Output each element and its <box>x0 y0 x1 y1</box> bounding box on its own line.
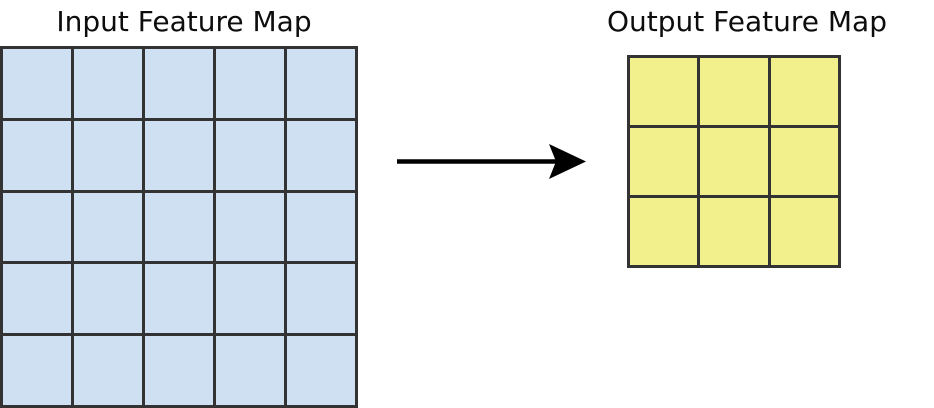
output-cell <box>770 128 838 195</box>
input-cell <box>74 336 142 405</box>
output-cell <box>630 128 698 195</box>
input-cell <box>216 49 284 118</box>
input-cell <box>145 120 213 190</box>
input-cell <box>216 336 284 405</box>
output-cell <box>700 198 768 265</box>
input-cell <box>216 120 284 190</box>
output-feature-map-grid <box>627 55 841 268</box>
input-cell <box>287 336 355 405</box>
input-cell <box>3 336 71 405</box>
input-cell <box>3 49 71 118</box>
arrow-head-icon <box>549 144 586 179</box>
input-cell <box>74 49 142 118</box>
input-cell <box>287 192 355 262</box>
output-cell <box>770 58 838 125</box>
input-cell <box>3 120 71 190</box>
input-cell <box>287 120 355 190</box>
output-cell <box>630 58 698 125</box>
output-feature-map-title: Output Feature Map <box>607 5 887 38</box>
input-cell <box>3 264 71 334</box>
input-feature-map-title: Input Feature Map <box>56 5 312 38</box>
output-cell <box>700 58 768 125</box>
output-cell <box>630 198 698 265</box>
input-cell <box>74 192 142 262</box>
input-cell <box>287 264 355 334</box>
output-cell <box>700 128 768 195</box>
input-cell <box>145 49 213 118</box>
input-cell <box>145 192 213 262</box>
input-cell <box>145 336 213 405</box>
input-cell <box>74 264 142 334</box>
input-cell <box>3 192 71 262</box>
output-cell <box>770 198 838 265</box>
input-cell <box>216 264 284 334</box>
input-cell <box>216 192 284 262</box>
input-cell <box>287 49 355 118</box>
input-cell <box>145 264 213 334</box>
input-feature-map-grid <box>0 46 358 408</box>
input-cell <box>74 120 142 190</box>
transform-arrow <box>397 144 586 179</box>
